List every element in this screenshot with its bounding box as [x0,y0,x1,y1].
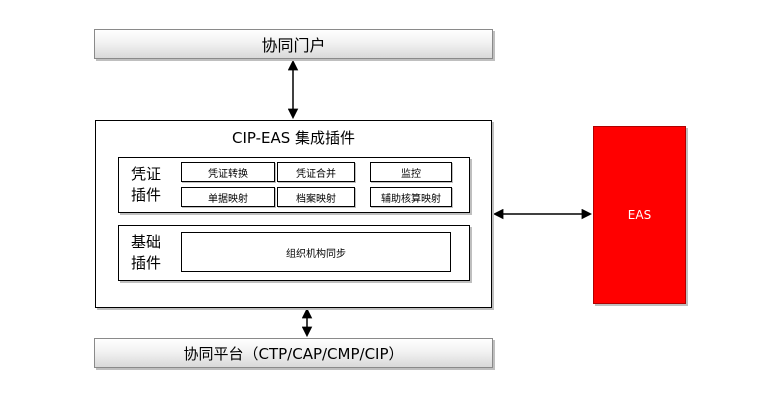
credential-plugin-group: 凭证插件 凭证转换 凭证合并 监控 单据映射 档案映射 辅助核算映射 [118,157,470,213]
credential-item-voucher-convert: 凭证转换 [181,162,275,182]
base-plugin-group: 基础插件 组织机构同步 [118,225,470,281]
credential-item-voucher-merge: 凭证合并 [277,162,355,182]
credential-item-archive-mapping: 档案映射 [277,187,355,207]
credential-item-auxiliary-accounting-mapping: 辅助核算映射 [370,187,452,207]
eas-box: EAS [593,126,686,304]
base-plugin-label: 基础插件 [131,233,162,272]
platform-box: 协同平台（CTP/CAP/CMP/CIP） [94,338,493,368]
credential-item-document-mapping: 单据映射 [181,187,275,207]
eas-label: EAS [627,208,652,222]
portal-box: 协同门户 [94,29,493,59]
platform-label: 协同平台（CTP/CAP/CMP/CIP） [183,344,404,363]
credential-item-monitor: 监控 [370,162,452,182]
integration-plugin-box: CIP-EAS 集成插件 凭证插件 凭证转换 凭证合并 监控 单据映射 档案映射… [95,120,492,308]
credential-plugin-label: 凭证插件 [131,165,162,204]
portal-label: 协同门户 [261,36,326,55]
integration-title: CIP-EAS 集成插件 [231,129,356,147]
base-item-org-sync: 组织机构同步 [181,232,451,272]
